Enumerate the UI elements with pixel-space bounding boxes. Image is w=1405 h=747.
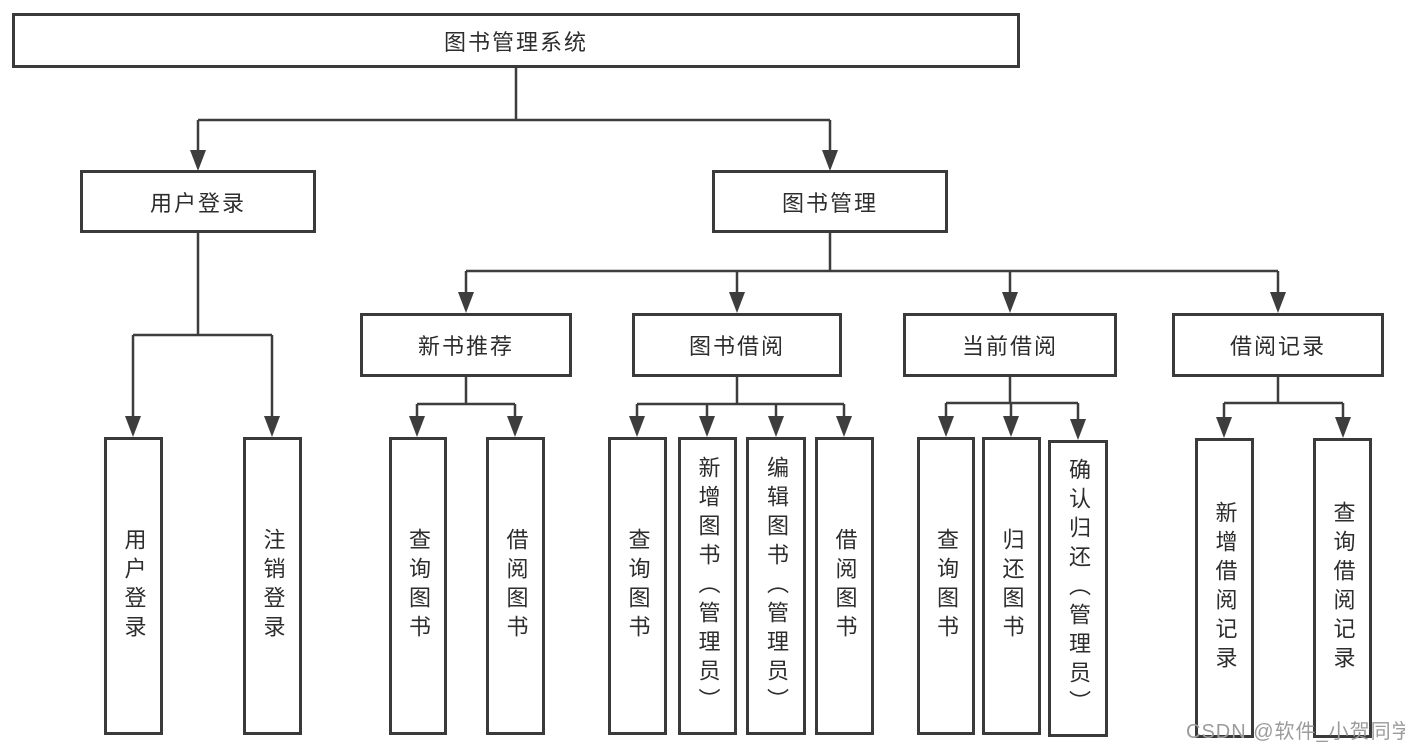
connector-book-management-branch <box>458 233 1286 313</box>
leaf-borrow-books-recommend: 借阅图书 <box>486 437 545 735</box>
leaf-edit-books-admin: 编辑图书（管理员） <box>746 437 806 735</box>
connector-borrow-records-branch <box>1216 377 1351 438</box>
category-current-borrow: 当前借阅 <box>903 313 1117 377</box>
leaf-query-books-recommend: 查询图书 <box>389 437 447 735</box>
leaf-add-borrow-record: 新增借阅记录 <box>1195 438 1254 738</box>
connector-root-to-level2 <box>190 68 838 171</box>
root-node-library-system: 图书管理系统 <box>12 13 1020 68</box>
leaf-borrow-books: 借阅图书 <box>815 437 874 735</box>
category-new-book-recommend: 新书推荐 <box>360 313 572 377</box>
leaf-logout: 注销登录 <box>243 437 302 735</box>
leaf-query-books-current: 查询图书 <box>917 437 975 735</box>
leaf-user-login: 用户登录 <box>104 437 163 735</box>
leaf-query-books-borrow: 查询图书 <box>608 437 667 735</box>
leaf-add-books-admin: 新增图书（管理员） <box>678 437 737 735</box>
connector-user-login-branch <box>125 233 280 437</box>
leaf-return-books: 归还图书 <box>982 437 1041 735</box>
connector-book-borrow-branch <box>629 377 852 437</box>
category-borrow-records: 借阅记录 <box>1172 313 1384 377</box>
leaf-confirm-return-admin: 确认归还（管理员） <box>1048 440 1108 737</box>
connector-current-borrow-branch <box>938 377 1086 440</box>
leaf-query-borrow-record: 查询借阅记录 <box>1313 438 1372 738</box>
branch-user-login: 用户登录 <box>80 170 316 233</box>
branch-book-management: 图书管理 <box>712 170 948 233</box>
connector-new-book-branch <box>409 377 523 437</box>
csdn-watermark: CSDN @软件_小贺同学 <box>1186 721 1405 743</box>
category-book-borrow: 图书借阅 <box>632 313 842 377</box>
